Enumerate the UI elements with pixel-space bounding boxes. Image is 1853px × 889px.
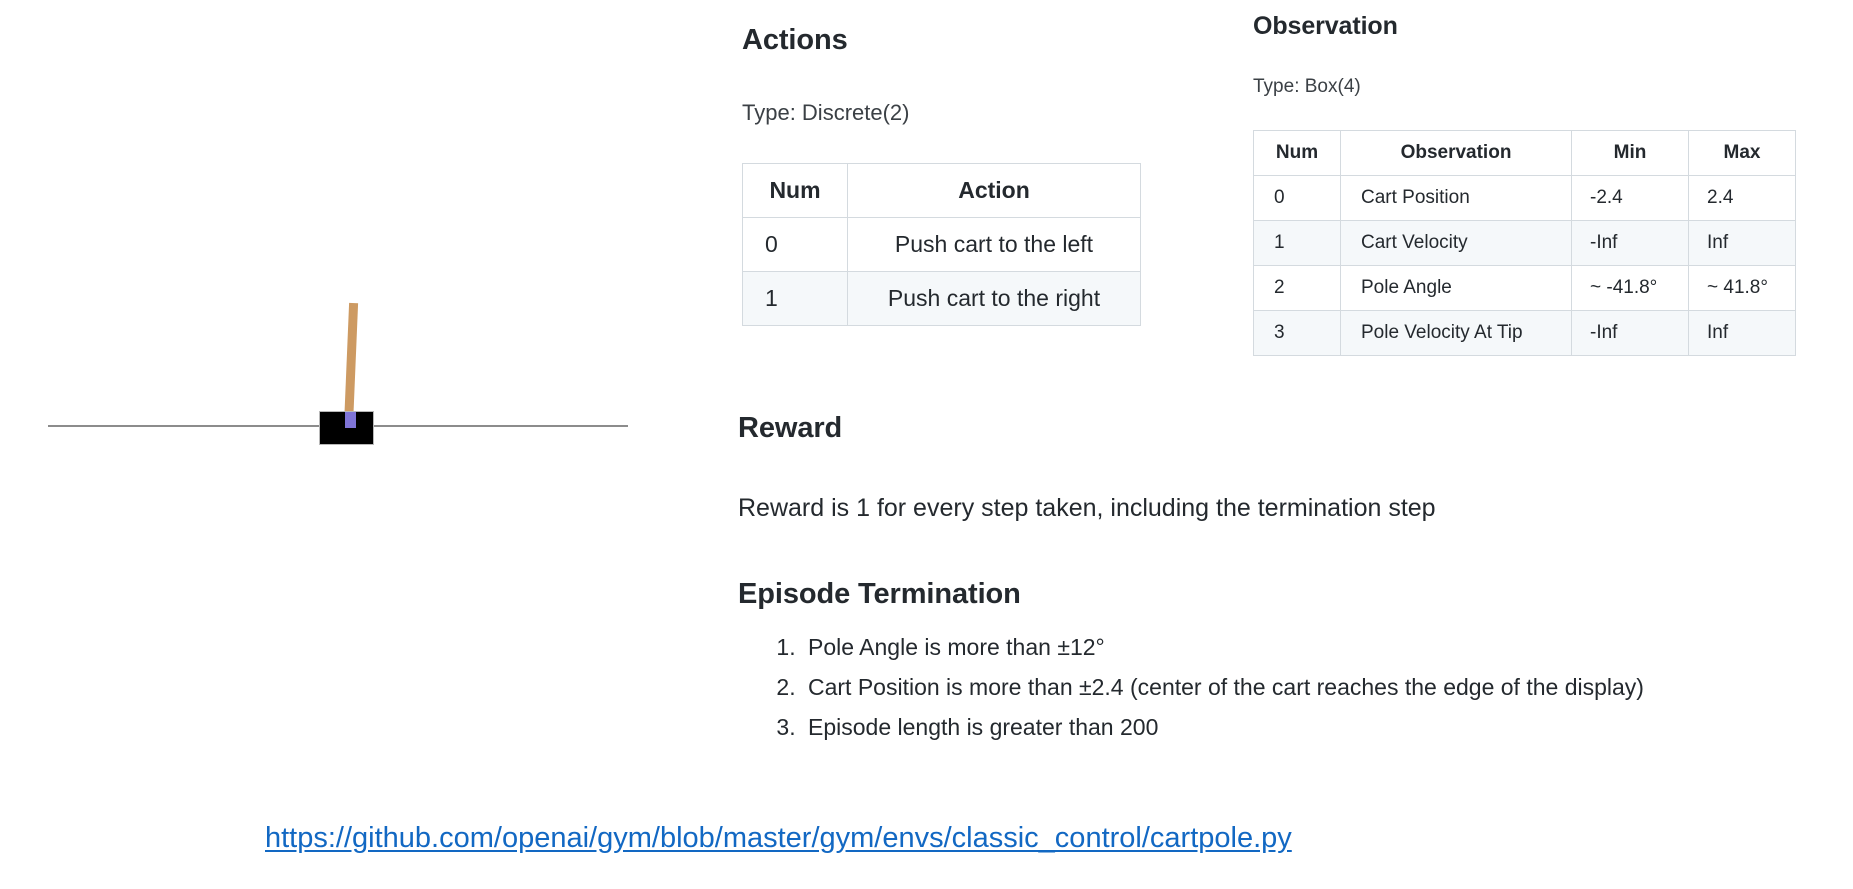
reward-heading: Reward — [738, 412, 843, 444]
observation-cell-num: 3 — [1253, 310, 1341, 356]
table-row: 0 Push cart to the left — [742, 217, 1141, 272]
table-header-row: Num Observation Min Max — [1253, 130, 1796, 176]
observation-header-name: Observation — [1340, 130, 1572, 176]
source-code-link[interactable]: https://github.com/openai/gym/blob/maste… — [265, 822, 1292, 854]
actions-cell-action: Push cart to the left — [847, 217, 1141, 272]
pole-icon — [344, 302, 359, 426]
table-row: 3 Pole Velocity At Tip -Inf Inf — [1253, 310, 1796, 356]
actions-cell-num: 1 — [742, 271, 848, 326]
actions-heading: Actions — [742, 24, 848, 56]
pole-axle-icon — [345, 412, 356, 428]
cartpole-environment-illustration — [0, 0, 700, 800]
observation-cell-min: ~ -41.8° — [1571, 265, 1689, 311]
reward-description: Reward is 1 for every step taken, includ… — [738, 494, 1436, 522]
observation-cell-num: 1 — [1253, 220, 1341, 266]
actions-cell-num: 0 — [742, 217, 848, 272]
observation-table: Num Observation Min Max 0 Cart Position … — [1253, 130, 1796, 356]
table-header-row: Num Action — [742, 163, 1141, 218]
observation-cell-min: -Inf — [1571, 220, 1689, 266]
actions-cell-action: Push cart to the right — [847, 271, 1141, 326]
observation-header-num: Num — [1253, 130, 1341, 176]
table-row: 0 Cart Position -2.4 2.4 — [1253, 175, 1796, 221]
observation-type-label: Type: Box(4) — [1253, 76, 1361, 97]
episode-termination-list: Pole Angle is more than ±12° Cart Positi… — [742, 636, 1644, 756]
observation-heading: Observation — [1253, 12, 1398, 40]
observation-cell-name: Pole Angle — [1340, 265, 1572, 311]
table-row: 1 Push cart to the right — [742, 271, 1141, 326]
list-item: Episode length is greater than 200 — [802, 716, 1644, 739]
observation-cell-num: 0 — [1253, 175, 1341, 221]
observation-header-min: Min — [1571, 130, 1689, 176]
observation-cell-min: -2.4 — [1571, 175, 1689, 221]
list-item: Cart Position is more than ±2.4 (center … — [802, 676, 1644, 699]
list-item: Pole Angle is more than ±12° — [802, 636, 1644, 659]
observation-cell-num: 2 — [1253, 265, 1341, 311]
table-row: 1 Cart Velocity -Inf Inf — [1253, 220, 1796, 266]
observation-cell-name: Pole Velocity At Tip — [1340, 310, 1572, 356]
table-row: 2 Pole Angle ~ -41.8° ~ 41.8° — [1253, 265, 1796, 311]
episode-termination-heading: Episode Termination — [738, 578, 1021, 610]
observation-cell-max: Inf — [1688, 310, 1796, 356]
observation-header-max: Max — [1688, 130, 1796, 176]
actions-table: Num Action 0 Push cart to the left 1 Pus… — [742, 163, 1141, 326]
observation-cell-min: -Inf — [1571, 310, 1689, 356]
actions-header-action: Action — [847, 163, 1141, 218]
observation-cell-max: 2.4 — [1688, 175, 1796, 221]
observation-cell-name: Cart Velocity — [1340, 220, 1572, 266]
actions-header-num: Num — [742, 163, 848, 218]
actions-type-label: Type: Discrete(2) — [742, 100, 910, 125]
observation-cell-max: ~ 41.8° — [1688, 265, 1796, 311]
observation-cell-name: Cart Position — [1340, 175, 1572, 221]
observation-cell-max: Inf — [1688, 220, 1796, 266]
